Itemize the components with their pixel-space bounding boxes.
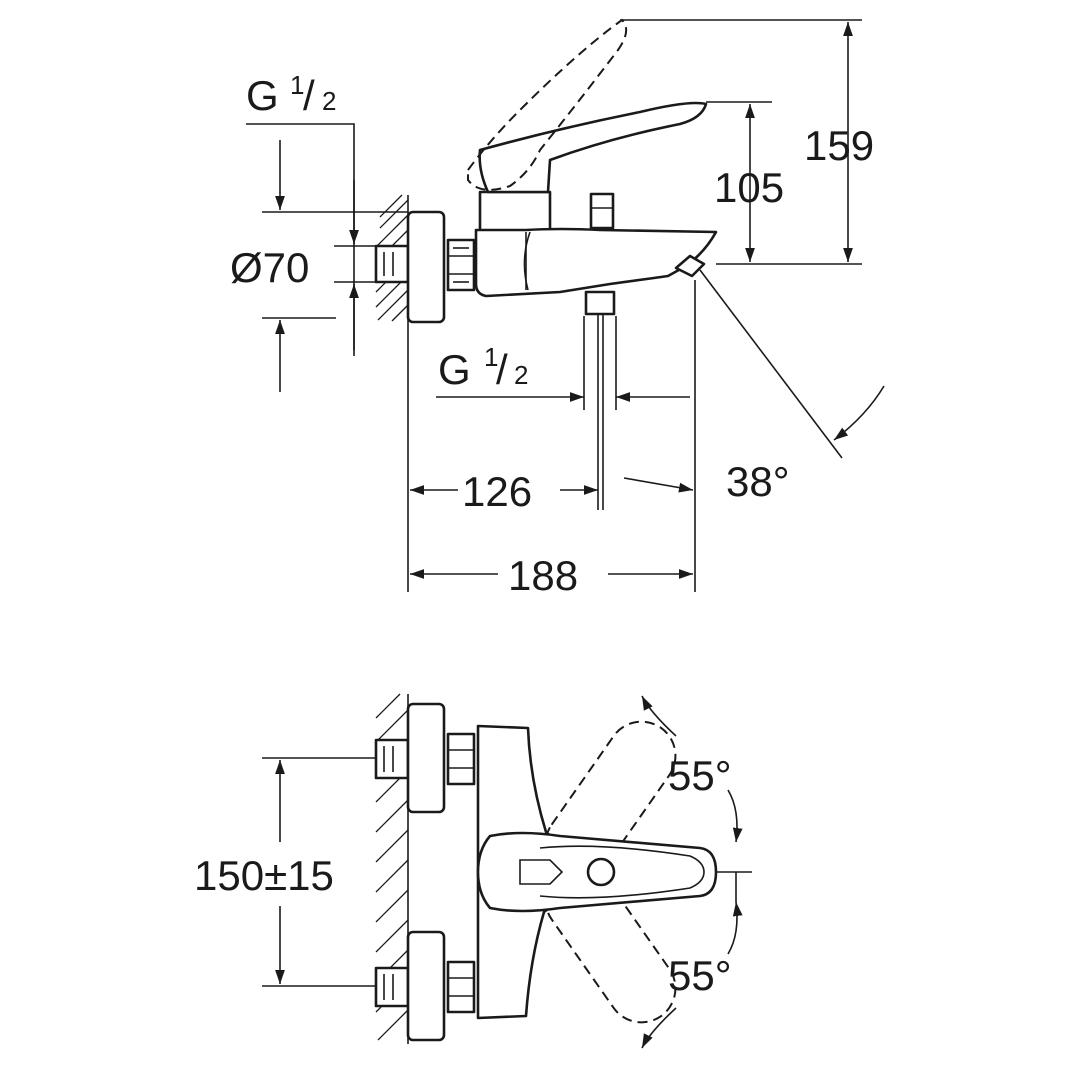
svg-text:G: G xyxy=(438,346,471,393)
cartridge-housing xyxy=(478,190,552,234)
dim-105-label: 105 xyxy=(714,164,784,211)
centers-label: 150±15 xyxy=(194,852,334,899)
side-view: G 1 / 2 Ø70 G 1 / 2 126 188 105 159 38° xyxy=(230,18,885,599)
svg-text:/: / xyxy=(496,346,508,393)
angle-38-label: 38° xyxy=(726,458,790,505)
hex-nut xyxy=(446,238,476,292)
escutcheon xyxy=(406,210,446,324)
escutcheon-lower xyxy=(406,930,446,1042)
thread-label-top: G 1 / 2 xyxy=(246,70,336,119)
svg-text:1: 1 xyxy=(290,70,304,100)
handle-cap xyxy=(586,857,616,887)
aerator xyxy=(674,254,706,278)
mixer-body xyxy=(474,227,718,298)
shower-outlet xyxy=(584,290,616,316)
lever-handle xyxy=(478,101,708,194)
dim-188-label: 188 xyxy=(508,552,578,599)
hex-nut-lower xyxy=(446,960,476,1014)
diverter-knob xyxy=(589,192,615,230)
lever-handle-raised xyxy=(467,18,628,191)
top-view: 150±15 55° 55° xyxy=(194,693,752,1049)
wall-connector xyxy=(374,244,410,284)
svg-text:G: G xyxy=(246,72,279,119)
svg-text:2: 2 xyxy=(514,360,528,390)
hex-nut-upper xyxy=(446,732,476,786)
dim-126-label: 126 xyxy=(462,468,532,515)
connector-upper xyxy=(374,738,410,780)
escutcheon-upper xyxy=(406,702,446,814)
diameter-label: Ø70 xyxy=(230,244,309,291)
dim-159-label: 159 xyxy=(804,122,874,169)
svg-text:2: 2 xyxy=(322,86,336,116)
angle-55-down-label: 55° xyxy=(668,952,732,999)
angle-55-up-label: 55° xyxy=(668,752,732,799)
svg-text:/: / xyxy=(303,72,315,119)
connector-lower xyxy=(374,966,410,1008)
thread-label-outlet: G 1 / 2 xyxy=(438,342,528,393)
svg-text:1: 1 xyxy=(484,342,498,372)
